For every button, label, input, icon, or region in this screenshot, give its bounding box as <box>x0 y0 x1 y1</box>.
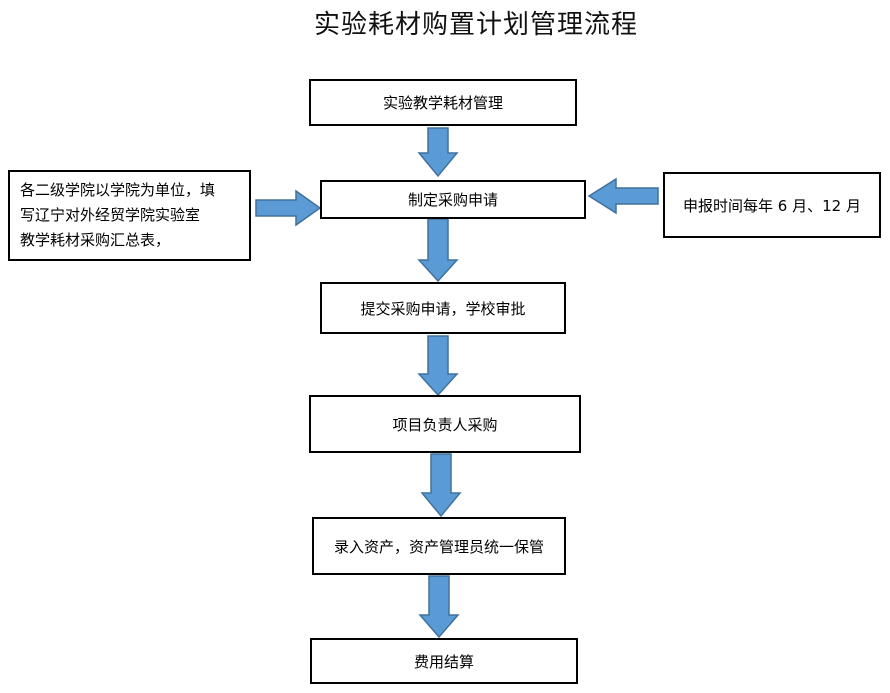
side-note-college-summary: 各二级学院以学院为单位，填 写辽宁对外经贸学院实验室 教学耗材采购汇总表， <box>8 170 251 261</box>
arrow-down-2 <box>417 218 459 283</box>
step-submit-and-approve: 提交采购申请，学校审批 <box>320 282 566 334</box>
side-note-report-time: 申报时间每年 6 月、12 月 <box>663 172 881 238</box>
side-note-line: 教学耗材采购汇总表， <box>20 231 171 249</box>
side-note-line: 写辽宁对外经贸学院实验室 <box>20 206 201 224</box>
step-label: 实验教学耗材管理 <box>382 94 503 112</box>
side-note-line: 各二级学院以学院为单位，填 <box>20 181 216 199</box>
arrow-right-into-step2 <box>255 189 322 227</box>
step-project-lead-purchase: 项目负责人采购 <box>309 395 581 453</box>
step-label: 录入资产，资产管理员统一保管 <box>333 537 544 556</box>
step-label: 制定采购申请 <box>407 191 498 209</box>
step-register-assets: 录入资产，资产管理员统一保管 <box>312 517 566 575</box>
step-label: 提交采购申请，学校审批 <box>360 299 526 318</box>
arrow-down-5 <box>418 575 460 639</box>
side-note-text: 申报时间每年 6 月、12 月 <box>683 196 861 215</box>
arrow-left-into-step2 <box>587 177 659 215</box>
arrow-down-4 <box>420 453 462 518</box>
step-materials-management: 实验教学耗材管理 <box>309 79 577 126</box>
arrow-down-1 <box>417 127 459 178</box>
step-settle-expenses: 费用结算 <box>310 638 578 684</box>
step-label: 费用结算 <box>413 652 474 671</box>
arrow-down-3 <box>417 335 459 397</box>
page-title: 实验耗材购置计划管理流程 <box>313 10 638 40</box>
step-make-purchase-request: 制定采购申请 <box>320 180 586 219</box>
step-label: 项目负责人采购 <box>392 415 498 434</box>
